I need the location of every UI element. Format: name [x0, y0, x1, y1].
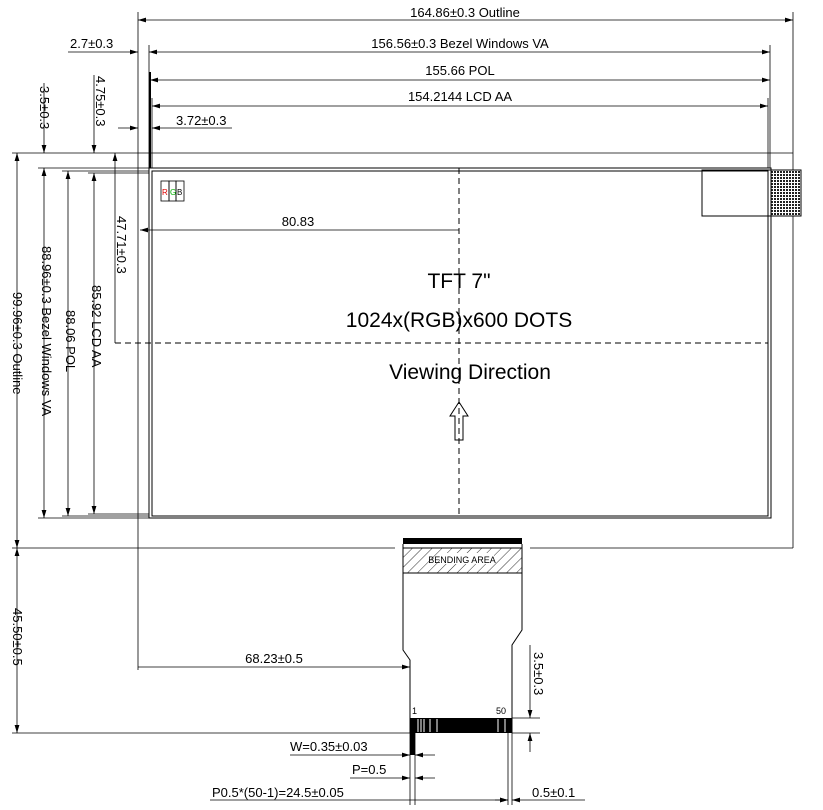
pol-width-label: 155.66 POL: [425, 63, 494, 78]
viewing-direction-label: Viewing Direction: [389, 361, 551, 384]
outline-height-label: 99.96±0.3 Outline: [10, 292, 25, 395]
vertical-dimensions: 3.5±0.3 4.75±0.3 99.96±0.3 Outline 88.96…: [10, 75, 546, 752]
fpc-offset-label: 68.23±0.5: [245, 651, 303, 666]
edge-gap-label: 0.5±0.1: [532, 785, 575, 800]
bezel-height-label: 88.96±0.3 Bezel Windows VA: [39, 246, 54, 417]
pol-height-label: 88.06 POL: [63, 310, 78, 372]
pin-last-label: 50: [496, 706, 506, 716]
rgb-g: G: [170, 188, 176, 197]
pin-first-label: 1: [412, 706, 417, 716]
bending-area-label: BENDING AREA: [428, 555, 496, 565]
horizontal-dimensions: 164.86±0.3 Outline 156.56±0.3 Bezel Wind…: [68, 5, 793, 803]
fpc-pins: [410, 718, 512, 733]
connector-box: [701, 169, 772, 217]
center-y-label: 47.71±0.3: [114, 216, 129, 274]
extension-lines: [12, 12, 794, 805]
lcd-aa-height-label: 85.92 LCD AA: [89, 285, 104, 368]
outline-width-label: 164.86±0.3 Outline: [410, 5, 520, 20]
left-offset-label: 2.7±0.3: [70, 36, 113, 51]
rgb-b: B: [177, 188, 182, 197]
panel-resolution: 1024x(RGB)x600 DOTS: [346, 309, 572, 332]
pitch-label: P=0.5: [352, 762, 386, 777]
top-offset-label: 3.5±0.3: [37, 86, 52, 129]
aa-top-offset-label: 4.75±0.3: [93, 76, 108, 127]
connector-pad: [770, 169, 802, 217]
fpc-cable: BENDING AREA 1 50: [402, 538, 523, 755]
pin-width-label: W=0.35±0.03: [290, 739, 368, 754]
fpc-length-label: 45.50±0.5: [10, 608, 25, 666]
pin-span-label: P0.5*(50-1)=24.5±0.05: [212, 785, 344, 800]
rgb-r: R: [162, 188, 168, 197]
panel: R G B TFT 7" 1024x(RGB)x600 DOTS Viewing…: [115, 167, 802, 519]
rgb-pixel-icon: R G B: [160, 180, 185, 202]
aa-left-offset-label: 3.72±0.3: [176, 113, 227, 128]
viewing-direction-arrow-icon: [449, 401, 469, 441]
pin-length-label: 3.5±0.3: [531, 652, 546, 695]
panel-title: TFT 7": [427, 270, 490, 293]
center-x-label: 80.83: [282, 214, 315, 229]
lcd-aa-width-label: 154.2144 LCD AA: [408, 89, 512, 104]
bezel-width-label: 156.56±0.3 Bezel Windows VA: [371, 36, 549, 51]
